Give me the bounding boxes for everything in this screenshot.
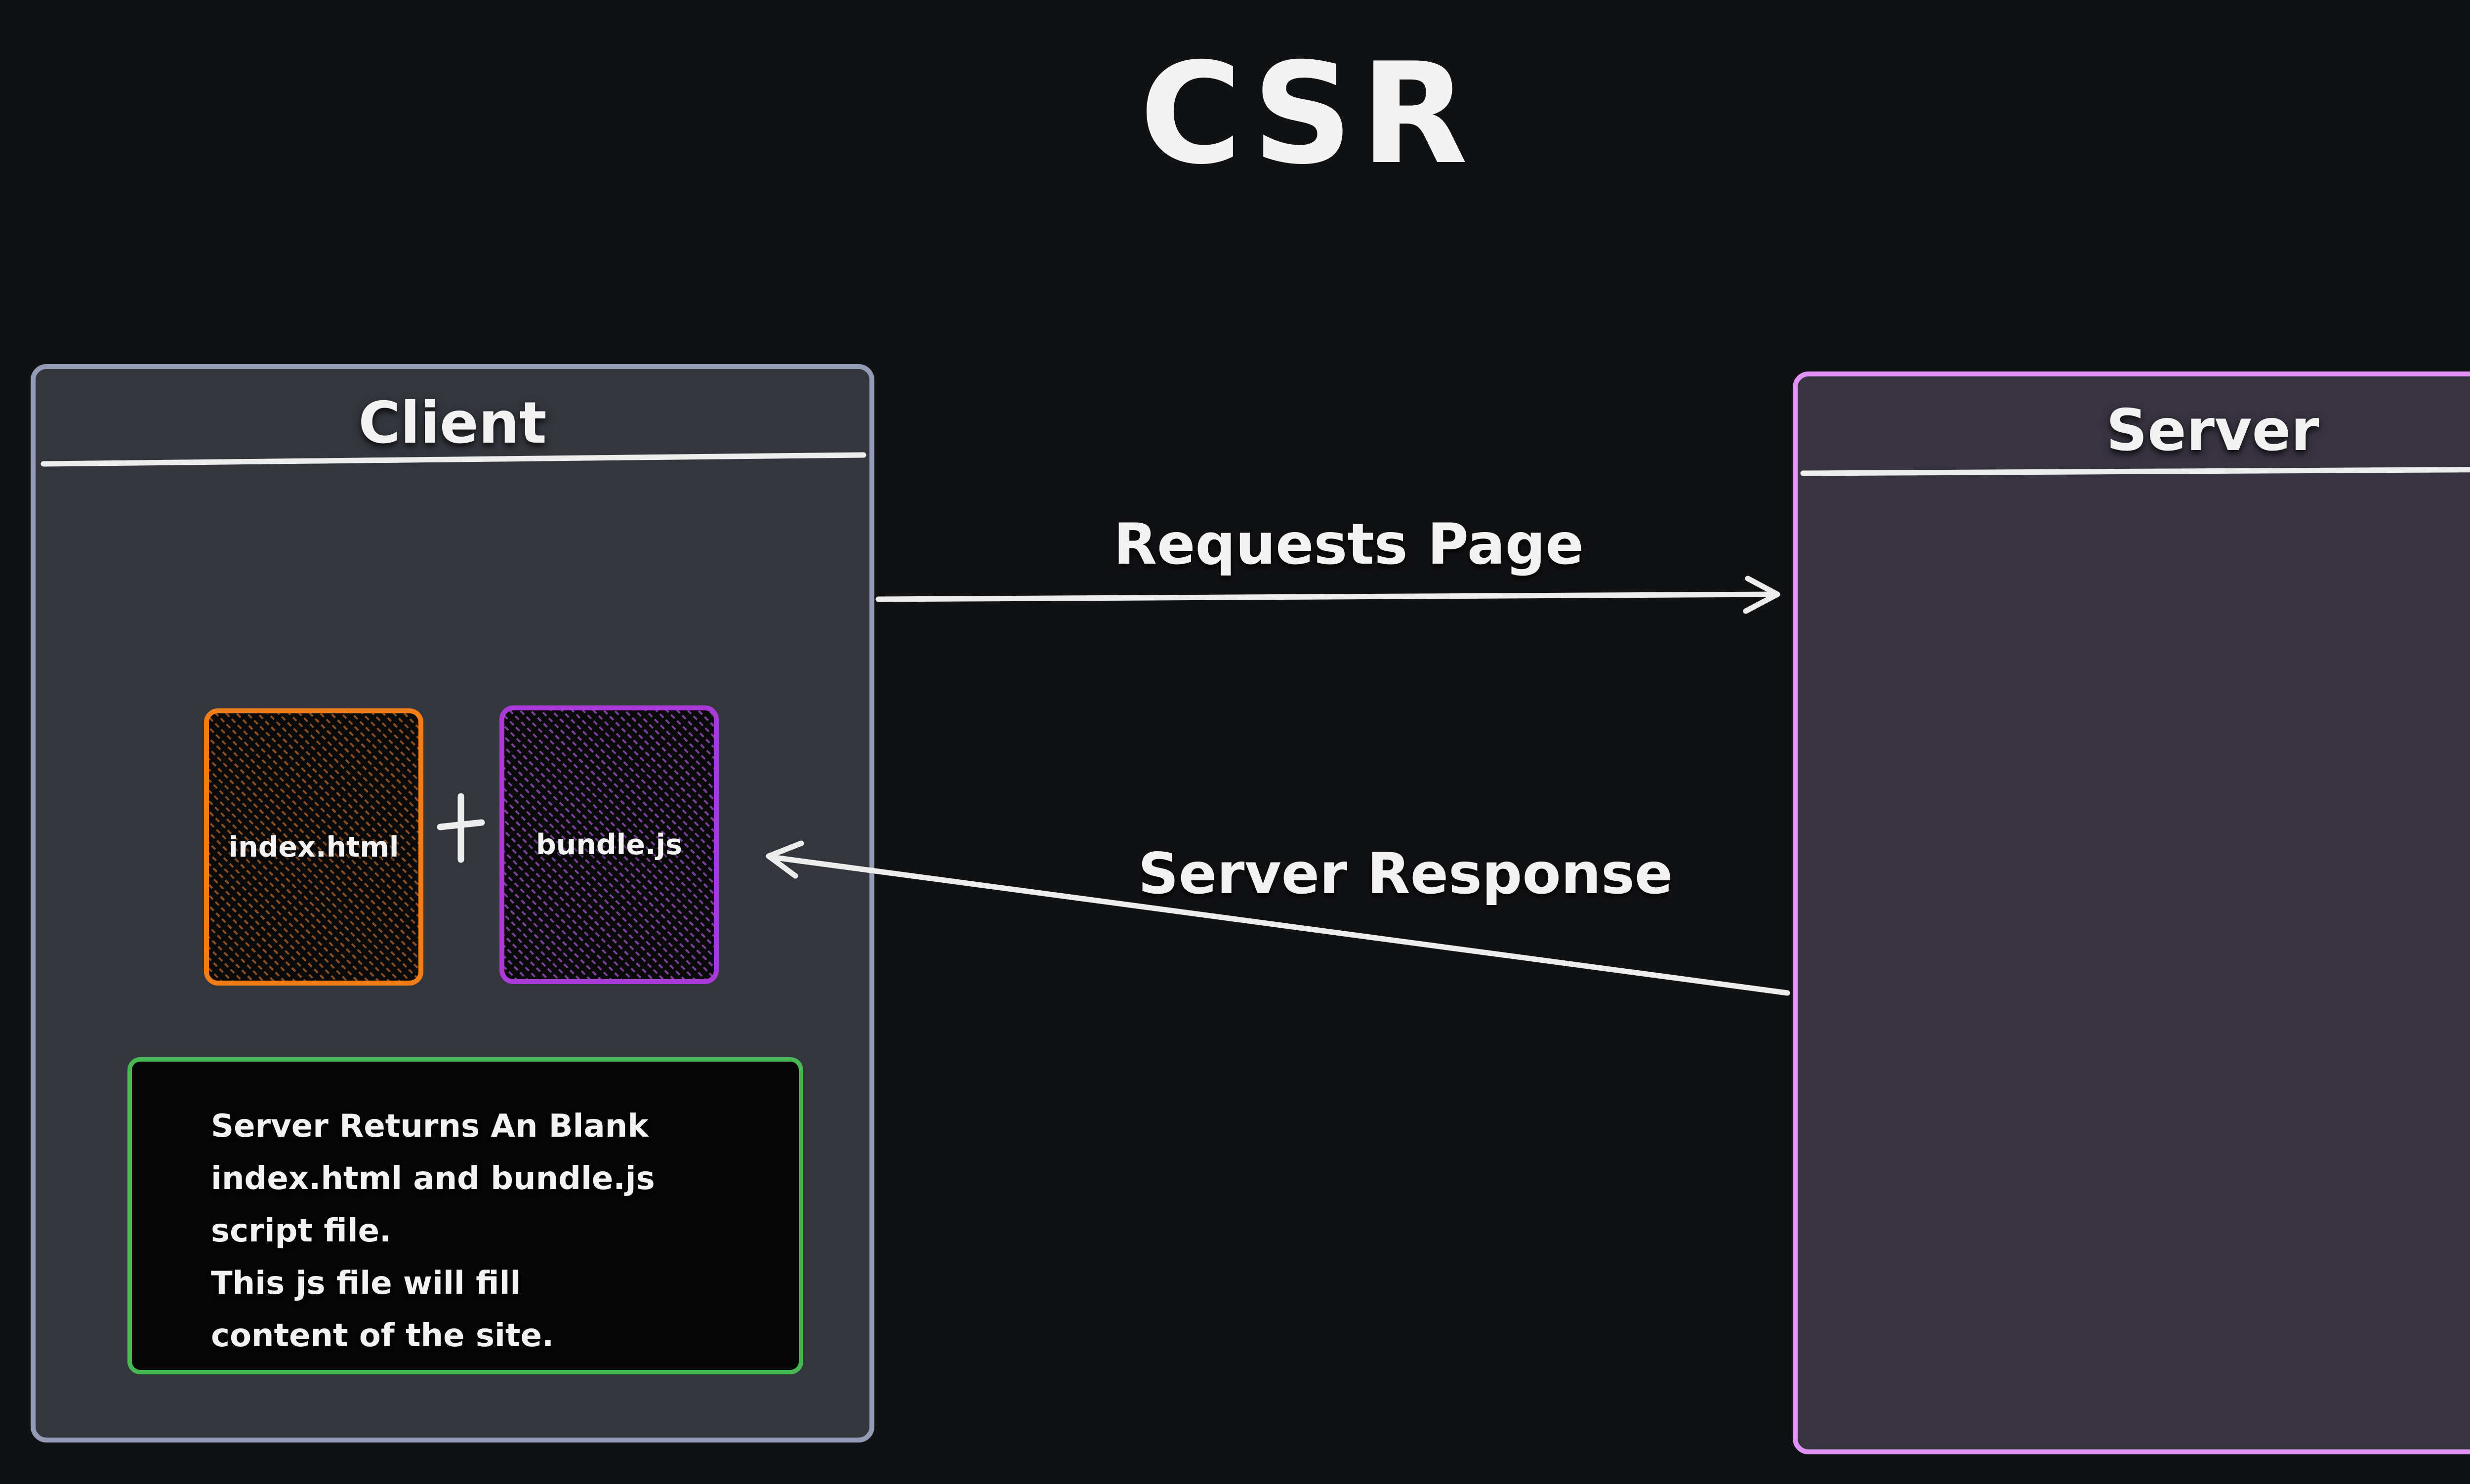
file-card-index-html: index.html (204, 708, 423, 986)
index-html-label: index.html (228, 830, 399, 864)
server-box: Server (1793, 371, 2470, 1454)
diagram-title: CSR (1140, 33, 1476, 195)
note-line: content of the site. (211, 1318, 554, 1354)
request-arrow-label: Requests Page (1113, 511, 1584, 577)
note-line: This js file will fill (211, 1265, 521, 1302)
note-line: script file. (211, 1213, 392, 1249)
client-box-title: Client (358, 390, 547, 456)
file-card-bundle-js: bundle.js (499, 705, 719, 984)
note-box: Server Returns An Blank index.html and b… (127, 1057, 803, 1374)
bundle-js-label: bundle.js (535, 828, 683, 861)
response-arrow-label: Server Response (1138, 841, 1673, 907)
note-line: Server Returns An Blank (211, 1108, 649, 1145)
request-arrow (875, 576, 1780, 614)
server-box-title: Server (2106, 397, 2319, 464)
note-line: index.html and bundle.js (211, 1160, 655, 1197)
